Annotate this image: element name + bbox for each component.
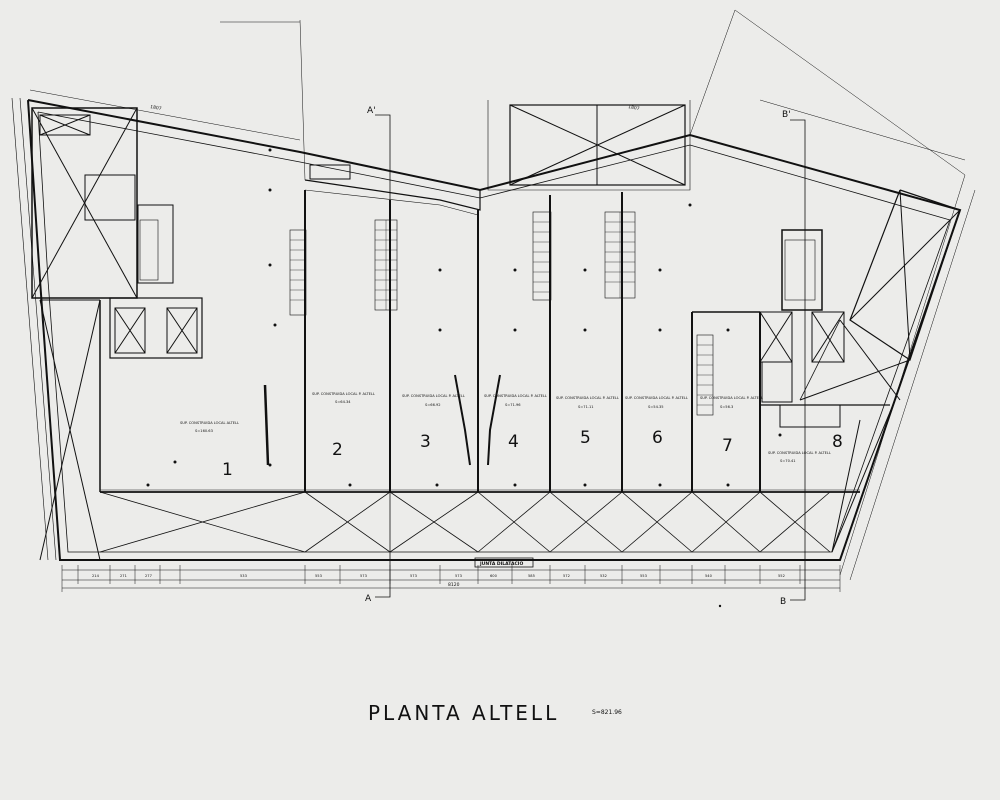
dim-1: 271	[120, 574, 127, 578]
bottom-dimension-chain: 214 271 277 533 553 573 573 573 600 585 …	[92, 574, 785, 578]
drawing-title: PLANTA ALTELL	[368, 701, 559, 725]
building-outline	[27, 99, 962, 561]
unit-6-number: 6	[652, 428, 663, 448]
dim-12: 553	[640, 574, 647, 578]
unit-5-area: S=71.11	[578, 405, 594, 409]
unit-8-number: 8	[832, 432, 843, 452]
dim-13: 540	[705, 574, 713, 578]
building-outline-inner	[37, 111, 951, 553]
unit-5-label: SUP. CONSTRUIDA LOCAL P. ALTELL	[556, 396, 619, 400]
unit-2-area: S=64.34	[335, 400, 351, 404]
section-mark-a-prime: A'	[367, 106, 376, 116]
section-mark-b: B	[780, 597, 786, 607]
gallery-bays	[99, 491, 831, 553]
unit-labels: SUP. CONSTRUIDA LOCAL ALTELL S=160.63 SU…	[180, 392, 831, 463]
top-dimension: 1807	[150, 104, 162, 112]
section-marks: A' A B' B	[365, 106, 791, 607]
dim-5: 573	[360, 574, 367, 578]
dim-3: 533	[240, 574, 247, 578]
overall-dimension: 8120	[448, 582, 460, 588]
dim-10: 572	[563, 574, 570, 578]
dim-2: 277	[145, 574, 152, 578]
dim-9: 585	[528, 574, 535, 578]
unit-5-number: 5	[580, 428, 591, 448]
dim-6: 573	[410, 574, 417, 578]
unit-4-label: SUP. CONSTRUIDA LOCAL P. ALTELL	[484, 394, 547, 398]
unit-2-label: SUP. CONSTRUIDA LOCAL P. ALTELL	[312, 392, 375, 396]
right-top-dimension: 1807	[628, 104, 640, 112]
unit-2-number: 2	[332, 440, 343, 460]
unit-3-area: S=66.92	[425, 403, 441, 407]
unit-8-label: SUP. CONSTRUIDA LOCAL P. ALTELL	[768, 451, 831, 455]
unit-1-label: SUP. CONSTRUIDA LOCAL ALTELL	[180, 421, 239, 425]
unit-3-number: 3	[420, 432, 431, 452]
dim-8: 600	[490, 574, 498, 578]
section-line-a	[375, 114, 391, 598]
unit-3-label: SUP. CONSTRUIDA LOCAL P. ALTELL	[402, 394, 465, 398]
dim-4: 553	[315, 574, 322, 578]
unit-1-number: 1	[222, 460, 233, 480]
unit-7-label: SUP. CONSTRUIDA LOCAL P. ALTELL	[700, 396, 763, 400]
dim-11: 532	[600, 574, 607, 578]
unit-8-area: S=70.41	[780, 459, 796, 463]
junta-dilatacio-label: JUNTA DILATACIO	[479, 561, 523, 567]
unit-numbers: 1 2 3 4 5 6 7 8	[222, 428, 843, 480]
column-markers	[146, 148, 782, 608]
section-mark-b-prime: B'	[782, 110, 791, 120]
total-area: S=821.96	[592, 709, 622, 716]
unit-7-number: 7	[722, 436, 733, 456]
unit-4-number: 4	[508, 432, 519, 452]
section-line-b	[790, 119, 806, 601]
unit-7-area: S=56.3	[720, 405, 733, 409]
dim-7: 573	[455, 574, 462, 578]
unit-1-area: S=160.63	[195, 429, 213, 433]
unit-4-area: S=71.96	[505, 403, 521, 407]
unit-6-label: SUP. CONSTRUIDA LOCAL P. ALTELL	[625, 396, 688, 400]
unit-6-area: S=54.35	[648, 405, 664, 409]
section-mark-a: A	[365, 594, 372, 604]
dim-0: 214	[92, 574, 100, 578]
dim-14: 552	[778, 574, 785, 578]
